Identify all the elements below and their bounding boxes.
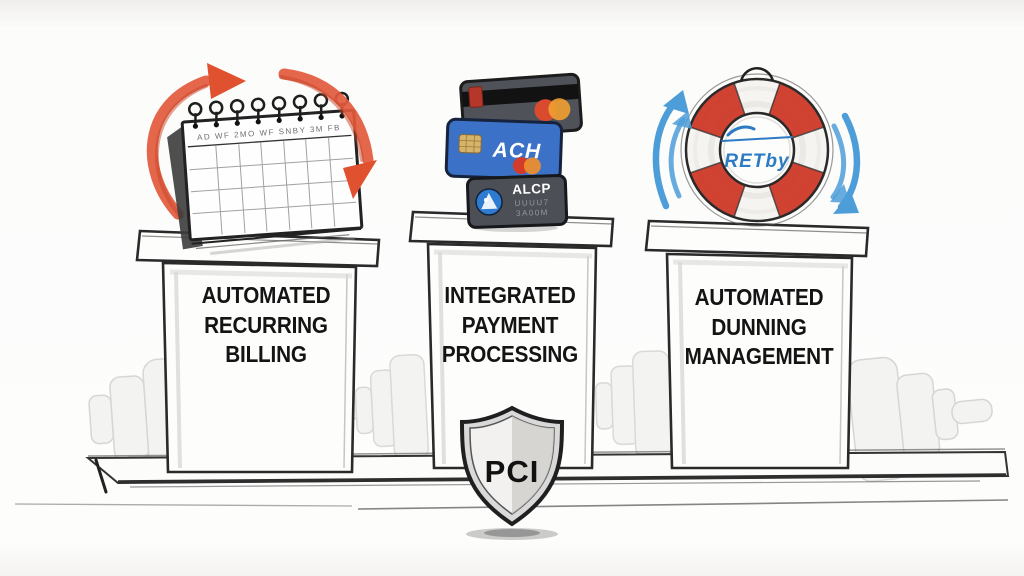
dumbbell-middle-right-icon	[594, 350, 673, 459]
calendar-spiral-rings	[187, 91, 350, 129]
retry-arrows-icon	[652, 90, 861, 214]
pci-label: PCI	[485, 454, 540, 489]
cycle-arrowhead-top	[207, 63, 246, 99]
card-chip-gold	[458, 134, 482, 154]
alcp-card-scribble-1: UUUU7	[514, 198, 549, 208]
retry-label: RETby	[724, 151, 790, 172]
pillar-1-label-line-1: AUTOMATED	[201, 282, 331, 308]
dumbbell-middle-left-icon	[351, 353, 430, 461]
calendar-icon: AD WF 2MO WF SNBY 3M FB	[167, 91, 364, 255]
credit-card-alcp: ALCP UUUU7 3A00M	[465, 174, 569, 229]
retry-swoosh	[726, 125, 756, 137]
pillar-2-label: INTEGRATED PAYMENT PROCESSING	[433, 281, 588, 370]
pillar-3-label-line-1: AUTOMATED	[694, 284, 824, 310]
pillar-1	[135, 229, 381, 474]
retry-arrowhead-up	[663, 90, 689, 114]
ground-lines	[14, 473, 1009, 510]
recurring-cycle-arrow-heads	[207, 63, 377, 199]
pillar-1-label-line-3: BILLING	[225, 341, 307, 367]
card-chip-red	[468, 86, 484, 108]
pillar-3-label: AUTOMATED DUNNING MANAGEMENT	[674, 283, 845, 372]
pillar-2-label-line-2: PAYMENT	[461, 311, 559, 338]
alcp-card-label: ALCP	[512, 181, 551, 197]
lifebuoy-icon: RETby	[680, 67, 834, 227]
alcp-card-scribble-2: 3A00M	[516, 208, 549, 218]
pci-shield-badge: PCI	[459, 405, 565, 540]
pillar-3-label-line-2: DUNNING	[711, 313, 807, 340]
retry-arrowhead-down	[833, 192, 859, 214]
pillar-3-label-line-3: MANAGEMENT	[684, 343, 834, 369]
pillar-2-label-line-1: INTEGRATED	[444, 282, 576, 308]
pillar-1-label-line-2: RECURRING	[204, 311, 328, 338]
lifebuoy-segment-seams	[689, 82, 825, 218]
cycle-arrowhead-bottom	[343, 160, 377, 199]
credit-card-stack-icon: ACH ALCP UUUU7 3A00M	[444, 72, 583, 232]
credit-card-ach: ACH	[444, 117, 564, 182]
recurring-cycle-arrow-icon	[146, 75, 212, 220]
calendar-grid	[189, 137, 357, 235]
pillar-3	[644, 219, 870, 470]
pillar-2-label-line-3: PROCESSING	[441, 341, 579, 367]
pillar-1-label: AUTOMATED RECURRING BILLING	[178, 281, 354, 370]
lifebuoy-rope-loop	[739, 67, 775, 82]
